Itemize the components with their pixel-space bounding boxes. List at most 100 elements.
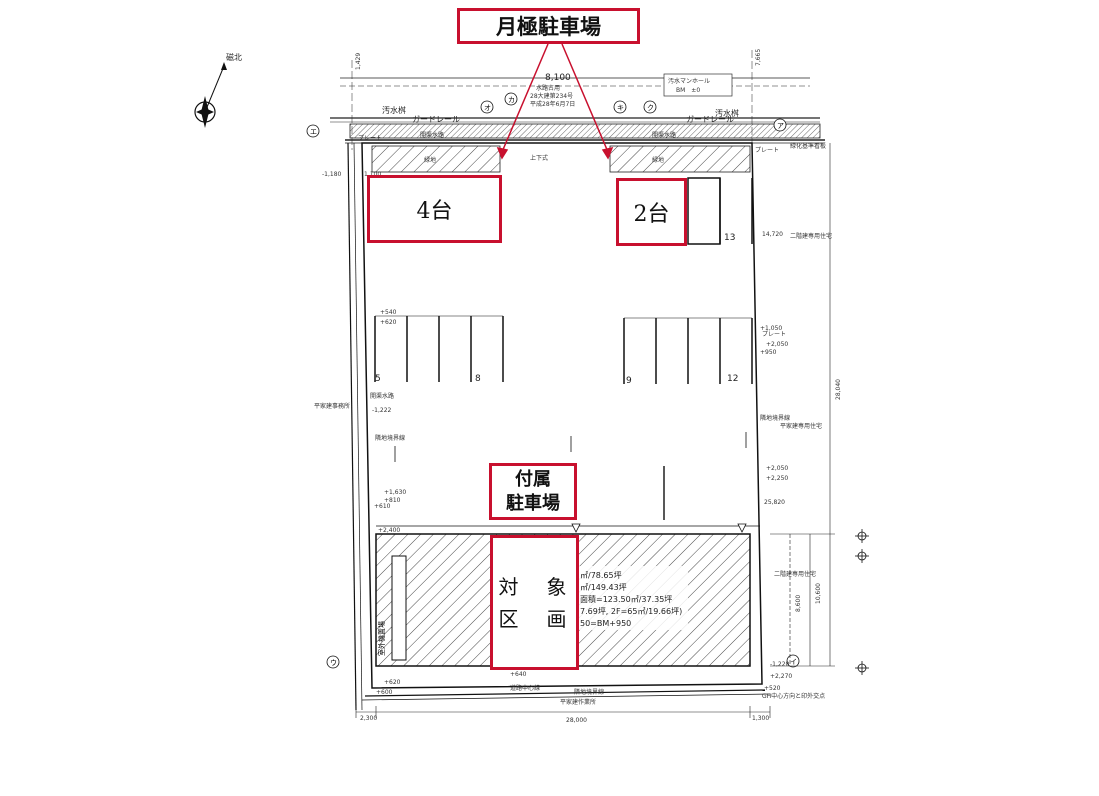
road-permit-no: 28大建第234号 xyxy=(530,92,573,100)
svg-text:50=BM+950: 50=BM+950 xyxy=(580,619,631,628)
entrance-arrows xyxy=(496,43,614,160)
svg-text:7.69坪, 2F=65㎡/19.66坪): 7.69坪, 2F=65㎡/19.66坪) xyxy=(580,607,682,616)
target-section-label: 対 象 区 画 xyxy=(490,535,579,670)
greening-left-label: 緑地 xyxy=(424,156,436,164)
north-compass-icon xyxy=(194,62,227,128)
sewer-pipe-left-label: 汚水桝 xyxy=(382,105,406,115)
marker-o: オ xyxy=(484,104,491,112)
marker-i: イ xyxy=(790,658,797,666)
slot-12-label: 12 xyxy=(727,374,738,384)
parking-slots-top-right xyxy=(687,177,753,245)
one-story-warehouse-left: 平家建事務所 xyxy=(314,402,350,410)
open-drain-right-label: 開渠水路 xyxy=(652,131,676,139)
svg-text:面積=123.50㎡/37.35坪: 面積=123.50㎡/37.35坪 xyxy=(580,594,672,604)
sewer-pipe-right-label: 汚水桝 xyxy=(715,108,739,118)
svg-text:㎡/149.43坪: ㎡/149.43坪 xyxy=(580,583,627,592)
greening-sign-label: 緑化基準看板 xyxy=(790,142,826,150)
level-4: +610 xyxy=(374,503,391,510)
directions-note: GH中心方向と印外交点 xyxy=(762,692,825,700)
boundary-bottom-label: 隣地境界線 xyxy=(574,688,604,696)
attached-parking-line2: 駐車場 xyxy=(506,492,560,514)
outdoor-equipment-label: 室外機置場 xyxy=(377,621,386,656)
dim-left-bottom: 2,300 xyxy=(360,715,377,722)
level-2: +2,250 xyxy=(766,475,788,482)
marker-a: ア xyxy=(777,122,784,130)
guardrail-left-label: ガードレール xyxy=(412,114,460,124)
level-11: +2,400 xyxy=(378,527,400,534)
parking-count-right: 2台 xyxy=(616,178,687,246)
sewer-manhole-label: 汚水マンホール xyxy=(668,77,710,85)
marker-u: ウ xyxy=(330,659,337,667)
parking-count-left: 4台 xyxy=(367,175,502,243)
dim-right-lower: 10,600 xyxy=(815,583,822,604)
target-line2: 区 画 xyxy=(498,606,571,631)
level-16: +1,050 xyxy=(760,325,782,332)
attached-parking-line1: 付属 xyxy=(515,468,551,490)
open-drain-left-label: 開渠水路 xyxy=(420,131,444,139)
grade-marks xyxy=(394,432,747,520)
dim-top-left: 1,429 xyxy=(355,53,362,70)
parking-slots-5-8 xyxy=(374,315,504,382)
level-15: -1,220 xyxy=(770,661,790,668)
level-10: +600 xyxy=(376,689,393,696)
greening-strip-left xyxy=(371,145,501,173)
greening-strip-right xyxy=(609,145,751,173)
slot-8-label: 8 xyxy=(475,374,481,384)
slot-13-label: 13 xyxy=(724,233,735,243)
guardrail-right-label: ガードレール xyxy=(686,114,734,124)
plate-right-label: プレート xyxy=(755,147,779,154)
plate-mid-label: プレート xyxy=(762,331,786,338)
dim-right-a: 14,720 xyxy=(762,231,783,238)
one-story-office-bottom: 平家建作業所 xyxy=(560,698,596,706)
level-6: +950 xyxy=(760,349,777,356)
marker-ku: ク xyxy=(647,104,654,112)
level-3: +1,630 xyxy=(384,489,406,496)
survey-markers xyxy=(306,92,800,669)
road-name: 水路占用 xyxy=(536,84,560,92)
dim-left-top: 1,100 xyxy=(364,171,381,178)
right-dimensions xyxy=(770,143,835,667)
dim-bottom: 28,000 xyxy=(566,717,587,724)
dim-right-mid: 8,600 xyxy=(795,595,802,612)
level-14: +540 xyxy=(380,309,397,316)
level-7: +620 xyxy=(380,319,397,326)
sewer-manhole-bm: BM ±0 xyxy=(676,87,700,94)
level-12: +2,050 xyxy=(766,341,788,348)
slot-9-label: 9 xyxy=(626,376,632,386)
level-19: +620 xyxy=(384,679,401,686)
road-permit-date: 平成28年6月7日 xyxy=(530,100,575,108)
slot-5-label: 5 xyxy=(375,374,381,384)
dim-right-total: 28,040 xyxy=(835,379,842,400)
target-line1: 対 象 xyxy=(498,574,571,599)
dim-right-top: 7,665 xyxy=(755,49,762,66)
site-boundary xyxy=(347,142,771,711)
marker-ka: カ xyxy=(508,96,515,104)
one-story-house-right: 平家建専用住宅 xyxy=(780,422,822,430)
monthly-parking-title: 月極駐車場 xyxy=(457,8,640,44)
road-center-label: 道路中心線 xyxy=(510,684,540,692)
lower-slope-label: 上下式 xyxy=(530,154,548,162)
dim-right-bottom: 1,300 xyxy=(752,715,769,722)
level-9: +520 xyxy=(764,685,781,692)
marker-e: エ xyxy=(310,128,317,136)
boundary-left-label: 隣地境界線 xyxy=(375,434,405,442)
parking-slots-9-12 xyxy=(623,317,753,384)
benchmark-symbols xyxy=(855,529,869,675)
dim-right-inner: 25,820 xyxy=(764,499,785,506)
level-17: +2,270 xyxy=(770,673,792,680)
greening-right-label: 緑地 xyxy=(652,156,664,164)
level-18: +810 xyxy=(384,497,401,504)
magnetic-north-label: 磁北 xyxy=(226,52,242,62)
two-story-house-bottom: 二階建専用住宅 xyxy=(774,570,816,578)
bottom-dimensions xyxy=(355,706,771,718)
level-13: -1,222 xyxy=(372,407,392,414)
level-1: +2,050 xyxy=(766,465,788,472)
level-8: -1,180 xyxy=(322,171,342,178)
two-story-house-top: 二階建専用住宅 xyxy=(790,232,832,240)
open-drain-mid-label: 開渠水路 xyxy=(370,392,394,400)
marker-ki: キ xyxy=(617,104,624,112)
top-road xyxy=(330,50,825,150)
svg-text:㎡/78.65坪: ㎡/78.65坪 xyxy=(580,571,622,580)
dim-top: 8,100 xyxy=(545,73,571,83)
